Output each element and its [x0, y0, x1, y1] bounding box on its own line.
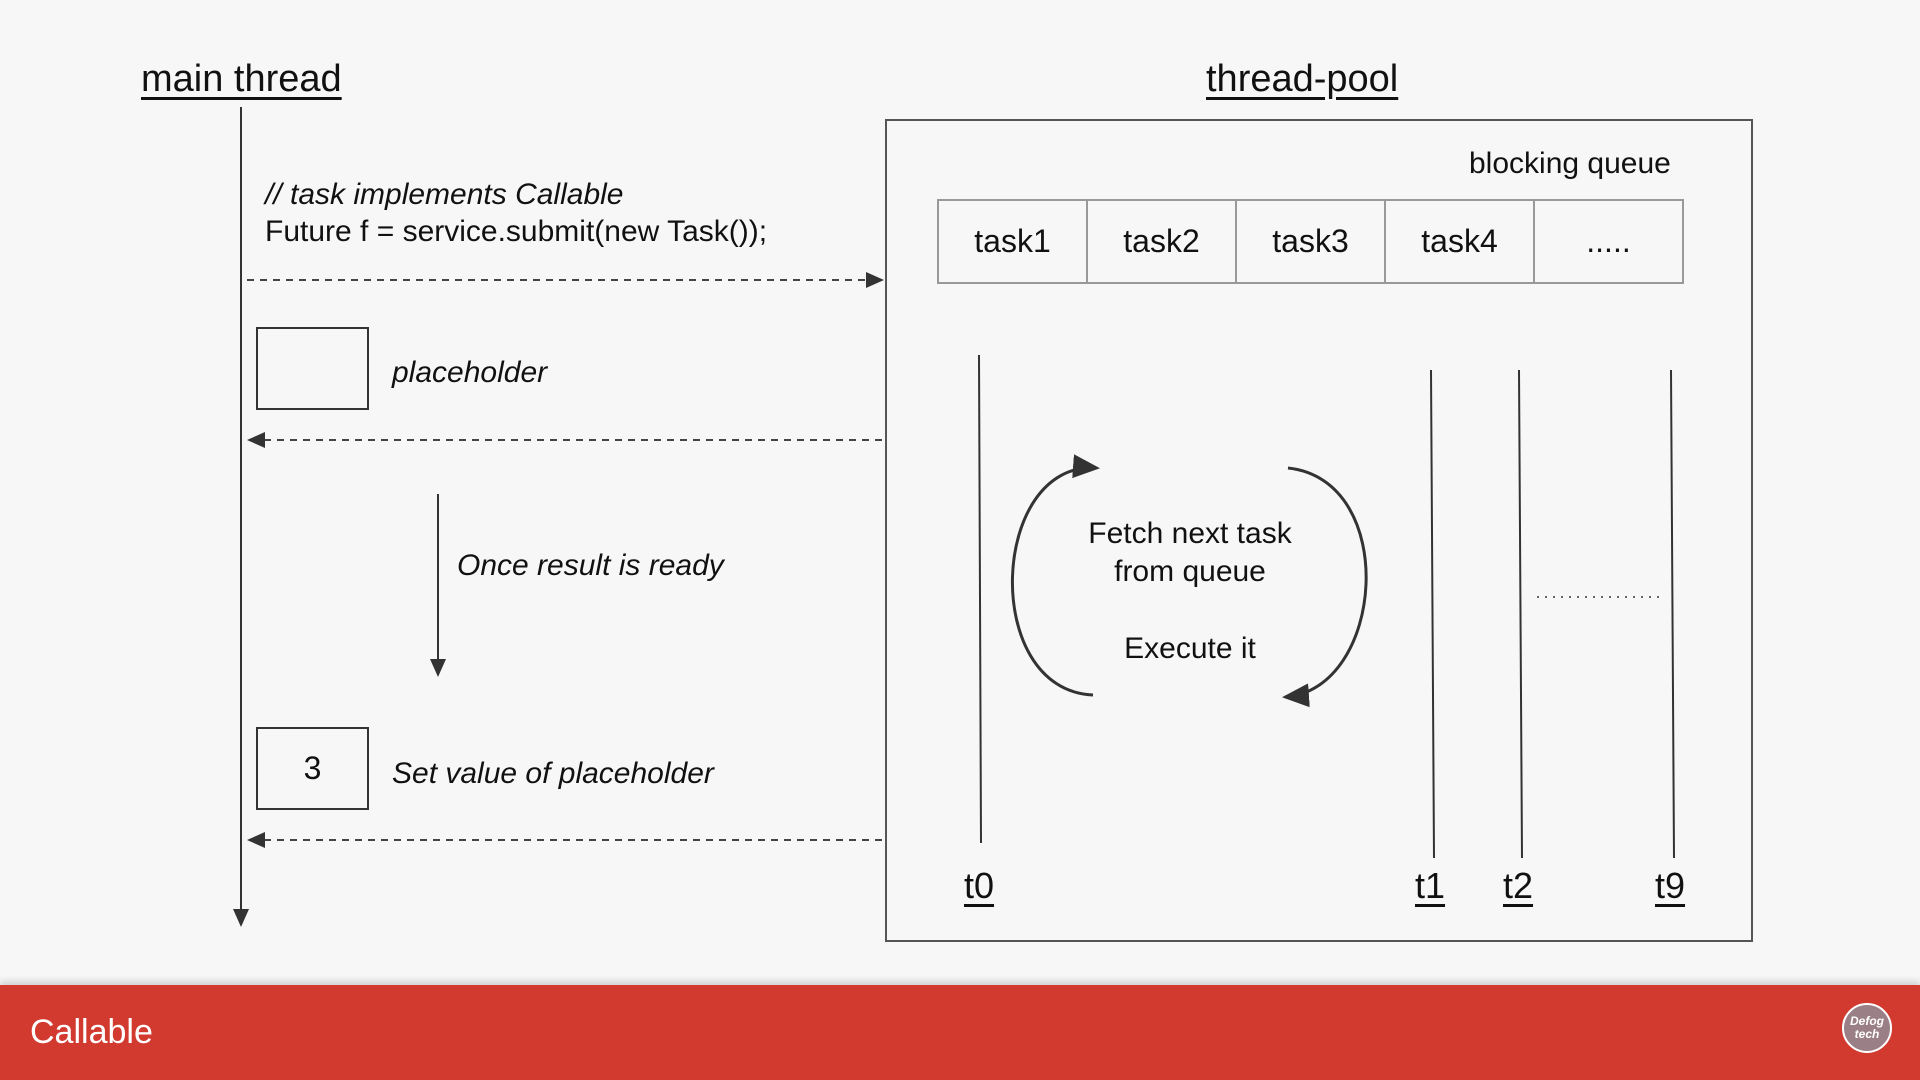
- thread-label-t1: t1: [1415, 865, 1446, 906]
- thread-line-t2: [1518, 369, 1523, 859]
- set-value-label: Set value of placeholder: [392, 757, 714, 790]
- result-value-box: 3: [256, 727, 369, 810]
- code-comment: // task implements Callable: [265, 178, 624, 211]
- diagram-stage: main thread thread-pool // task implemen…: [141, 58, 1753, 942]
- channel-logo: Defog tech: [1842, 1003, 1892, 1053]
- placeholder-label: placeholder: [392, 356, 548, 389]
- loop-arc-right: [1282, 466, 1368, 708]
- footer-bar: Callable: [0, 985, 1920, 1080]
- loop-arc-left: [1011, 454, 1100, 697]
- once-ready-label: Once result is ready: [457, 549, 724, 582]
- loop-text-fetch: Fetch next task: [1088, 517, 1292, 550]
- queue-item: task2: [1088, 201, 1237, 282]
- main-thread-heading: main thread: [141, 58, 342, 100]
- diagram-lines: [233, 107, 1675, 927]
- thread-label-t0: t0: [964, 865, 995, 906]
- thread-line-t0: [978, 354, 982, 844]
- queue-item: task3: [1237, 201, 1386, 282]
- blocking-queue-label: blocking queue: [1469, 147, 1671, 180]
- loop-text-from-queue: from queue: [1114, 555, 1266, 588]
- queue-item: .....: [1586, 223, 1631, 259]
- thread-label-t9: t9: [1655, 865, 1686, 906]
- placeholder-box: [256, 327, 369, 410]
- queue-item: task4: [1386, 201, 1535, 282]
- loop-text-execute: Execute it: [1124, 632, 1256, 665]
- thread-line-t1: [1430, 369, 1435, 859]
- thread-label-t2: t2: [1503, 865, 1534, 906]
- thread-pool-heading: thread-pool: [1206, 58, 1399, 100]
- queue-item: task1: [939, 201, 1088, 282]
- blocking-queue: task1 task2 task3 task4 .....: [937, 199, 1684, 284]
- code-line: Future f = service.submit(new Task());: [265, 215, 768, 248]
- thread-line-t9: [1670, 369, 1675, 859]
- thread-pool-box: [885, 119, 1753, 942]
- footer-title: Callable: [30, 1013, 153, 1051]
